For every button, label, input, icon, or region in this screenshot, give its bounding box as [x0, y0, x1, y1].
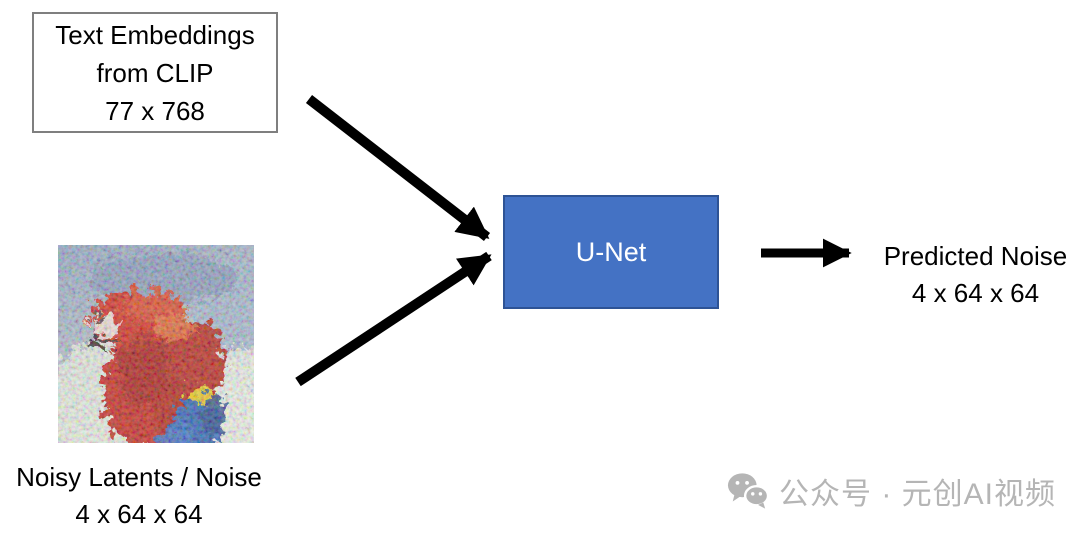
- arrow-text-embeddings-to-unet: [305, 95, 491, 241]
- text-embeddings-line-2: from CLIP: [96, 57, 214, 88]
- unet-box: U-Net: [503, 195, 719, 309]
- unet-label: U-Net: [575, 236, 647, 267]
- watermark-text: 公众号 · 元创AI视频: [779, 478, 1057, 511]
- text-embeddings-line-3: 77 x 768: [105, 95, 205, 126]
- noisy-parrot-svg: [43, 245, 270, 455]
- noisy-latents-image: [43, 245, 270, 455]
- predicted-noise-caption: Predicted Noise 4 x 64 x 64: [858, 238, 1080, 312]
- noisy-latents-caption-line-2: 4 x 64 x 64: [75, 499, 203, 529]
- predicted-noise-line-2: 4 x 64 x 64: [911, 278, 1040, 308]
- text-embeddings-line-1: Text Embeddings: [55, 19, 255, 50]
- predicted-noise-line-1: Predicted Noise: [883, 241, 1068, 271]
- watermark: 公众号 · 元创AI视频: [727, 469, 1056, 513]
- wechat-icon: [727, 473, 769, 509]
- noisy-latents-caption-line-1: Noisy Latents / Noise: [16, 462, 262, 492]
- text-embeddings-box: Text Embeddings from CLIP 77 x 768: [32, 12, 278, 133]
- noisy-latents-caption: Noisy Latents / Noise 4 x 64 x 64: [9, 459, 269, 533]
- arrow-noisy-latents-to-unet: [295, 251, 492, 387]
